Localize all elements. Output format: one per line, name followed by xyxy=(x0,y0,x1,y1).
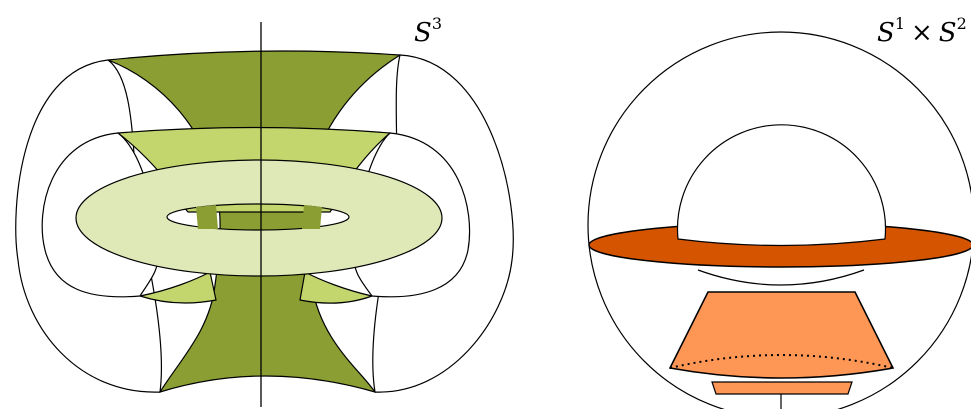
orange-frustum xyxy=(670,292,893,378)
throat-through-hole-left xyxy=(196,205,218,229)
s3-label: S3 xyxy=(414,20,442,46)
throat-through-hole-right xyxy=(302,205,322,229)
s1s2-diagram xyxy=(588,32,971,409)
s1-times-s2-label: S1×S2 xyxy=(877,20,967,46)
frustum-lower-base xyxy=(712,382,852,394)
s3-diagram xyxy=(16,22,513,407)
